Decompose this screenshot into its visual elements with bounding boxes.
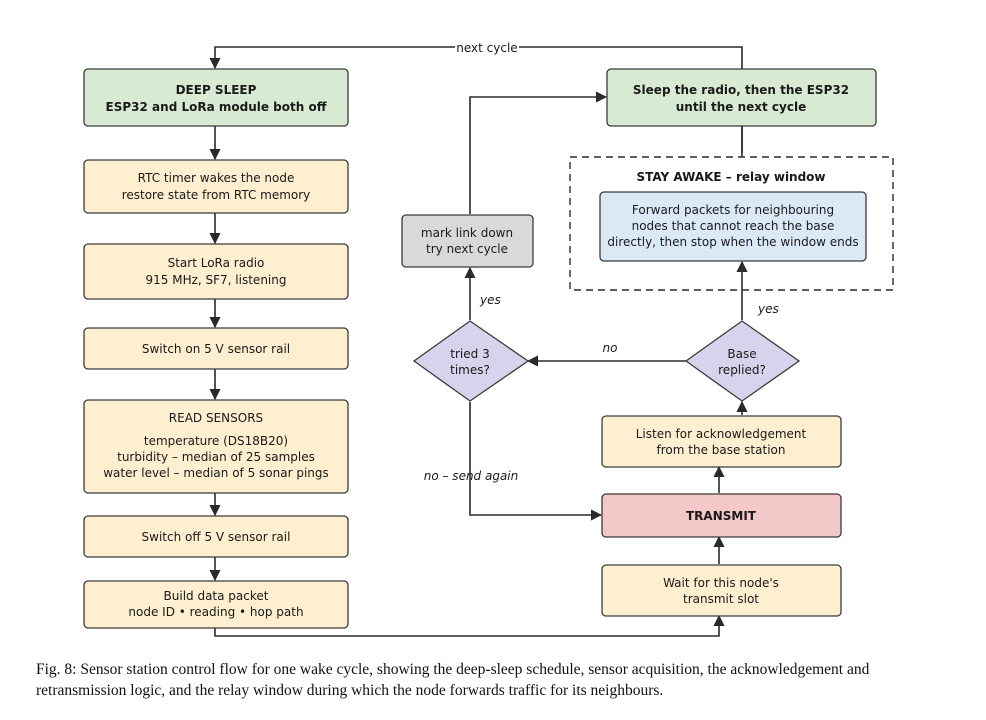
tried-3-line2: times? <box>450 363 490 377</box>
node-deep-sleep: DEEP SLEEP ESP32 and LoRa module both of… <box>83 68 349 127</box>
rtc-wake-line2: restore state from RTC memory <box>122 188 311 202</box>
build-packet-line1: Build data packet <box>164 589 269 603</box>
rail-on-label: Switch on 5 V sensor rail <box>142 342 290 356</box>
node-wait-slot: Wait for this node's transmit slot <box>601 564 842 617</box>
wait-slot-line2: transmit slot <box>683 592 759 606</box>
edge-label-yes-relay: yes <box>757 302 779 316</box>
node-listen-ack: Listen for acknowledgement from the base… <box>601 415 842 468</box>
decision-base-replied: Base replied? <box>684 320 801 402</box>
edge-label-no-send-again: no – send again <box>424 469 519 483</box>
wait-slot-line1: Wait for this node's <box>663 576 779 590</box>
read-sensors-line3: turbidity – median of 25 samples <box>117 450 315 464</box>
node-rail-on: Switch on 5 V sensor rail <box>83 327 349 370</box>
decision-tried-3-times: tried 3 times? <box>412 320 530 402</box>
edge-label-no-base: no <box>603 341 618 355</box>
rail-off-label: Switch off 5 V sensor rail <box>142 530 291 544</box>
edge-label-next-cycle: next cycle <box>456 41 517 55</box>
mark-down-line2: try next cycle <box>426 242 508 256</box>
edge-tried-no <box>469 402 603 521</box>
edge-build-to-wait <box>214 614 725 637</box>
node-read-sensors: READ SENSORS temperature (DS18B20) turbi… <box>83 399 349 494</box>
read-sensors-title: READ SENSORS <box>169 411 263 425</box>
node-rail-off: Switch off 5 V sensor rail <box>83 515 349 558</box>
node-forward-packets: Forward packets for neighbouring nodes t… <box>599 191 867 262</box>
forward-line3: directly, then stop when the window ends <box>607 235 858 249</box>
base-replied-line1: Base <box>727 347 756 361</box>
start-lora-line2: 915 MHz, SF7, listening <box>146 273 287 287</box>
edge-label-yes-tried: yes <box>479 293 501 307</box>
read-sensors-line2: temperature (DS18B20) <box>144 434 288 448</box>
mark-down-line1: mark link down <box>421 226 513 240</box>
base-replied-line2: replied? <box>718 363 766 377</box>
node-transmit: TRANSMIT <box>601 493 842 538</box>
listen-ack-line1: Listen for acknowledgement <box>636 427 807 441</box>
tried-3-line1: tried 3 <box>450 347 489 361</box>
deep-sleep-subtitle: ESP32 and LoRa module both off <box>106 100 327 114</box>
sleep-radio-line2: until the next cycle <box>676 100 806 114</box>
group-relay-window: STAY AWAKE – relay window <box>569 126 894 291</box>
forward-line2: nodes that cannot reach the base <box>632 219 835 233</box>
transmit-label: TRANSMIT <box>686 509 757 523</box>
edge-mark-to-sleep <box>469 91 608 214</box>
node-rtc-wake: RTC timer wakes the node restore state f… <box>83 159 349 214</box>
edge-label-bg <box>455 39 519 55</box>
deep-sleep-title: DEEP SLEEP <box>176 83 257 97</box>
node-start-lora: Start LoRa radio 915 MHz, SF7, listening <box>83 243 349 300</box>
build-packet-line2: node ID • reading • hop path <box>128 605 303 619</box>
sleep-radio-line1: Sleep the radio, then the ESP32 <box>633 83 849 97</box>
figure-caption: Fig. 8: Sensor station control flow for … <box>36 661 870 699</box>
relay-window-title: STAY AWAKE – relay window <box>636 170 825 184</box>
start-lora-line1: Start LoRa radio <box>168 256 265 270</box>
forward-line1: Forward packets for neighbouring <box>632 203 834 217</box>
node-build-packet: Build data packet node ID • reading • ho… <box>83 580 349 629</box>
node-sleep-radio: Sleep the radio, then the ESP32 until th… <box>606 68 877 127</box>
listen-ack-line2: from the base station <box>657 443 786 457</box>
flowchart: next cycle yes no yes no – send again DE… <box>83 39 894 637</box>
rtc-wake-line1: RTC timer wakes the node <box>138 171 295 185</box>
node-mark-link-down: mark link down try next cycle <box>401 214 534 268</box>
read-sensors-line4: water level – median of 5 sonar pings <box>103 466 329 480</box>
